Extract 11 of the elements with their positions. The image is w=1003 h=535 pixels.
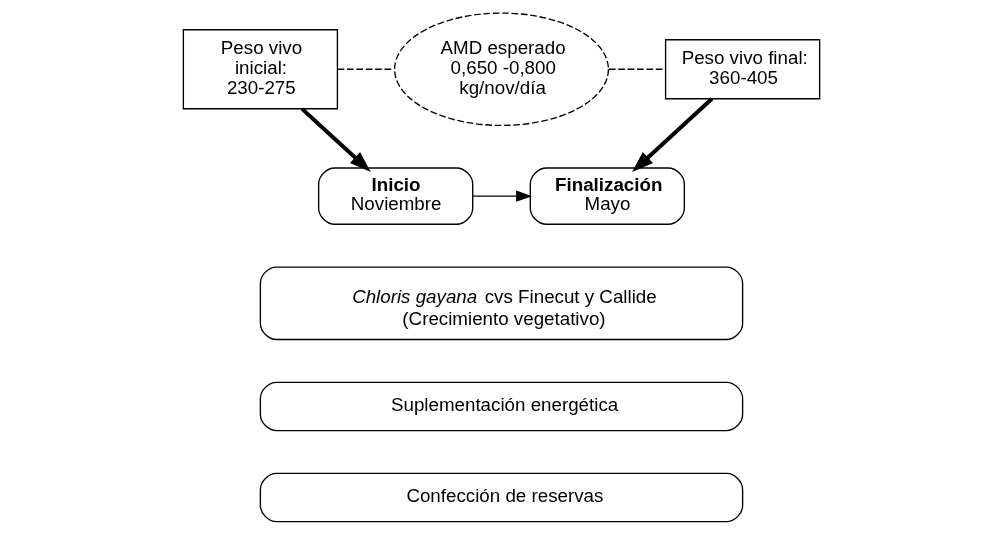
node-box: Peso vivo inicial: 230-275	[182, 29, 339, 110]
arrow	[300, 107, 371, 172]
arrow	[472, 190, 533, 202]
node-box: Chloris gayana cvs Finecut y Callide (Crecimiento vegetativo)	[259, 266, 744, 341]
node-box: Confección de reservas	[259, 472, 744, 523]
node-box: Suplementación energética	[259, 381, 744, 432]
node-ellipse: AMD esperado 0,650 -0,800 kg/nov/día	[393, 12, 610, 127]
arrow	[632, 97, 714, 173]
node-box: Peso vivo final: 360-405	[664, 39, 821, 100]
node-box: Finalización Mayo	[529, 167, 685, 225]
node-box: Inicio Noviembre	[317, 167, 474, 225]
